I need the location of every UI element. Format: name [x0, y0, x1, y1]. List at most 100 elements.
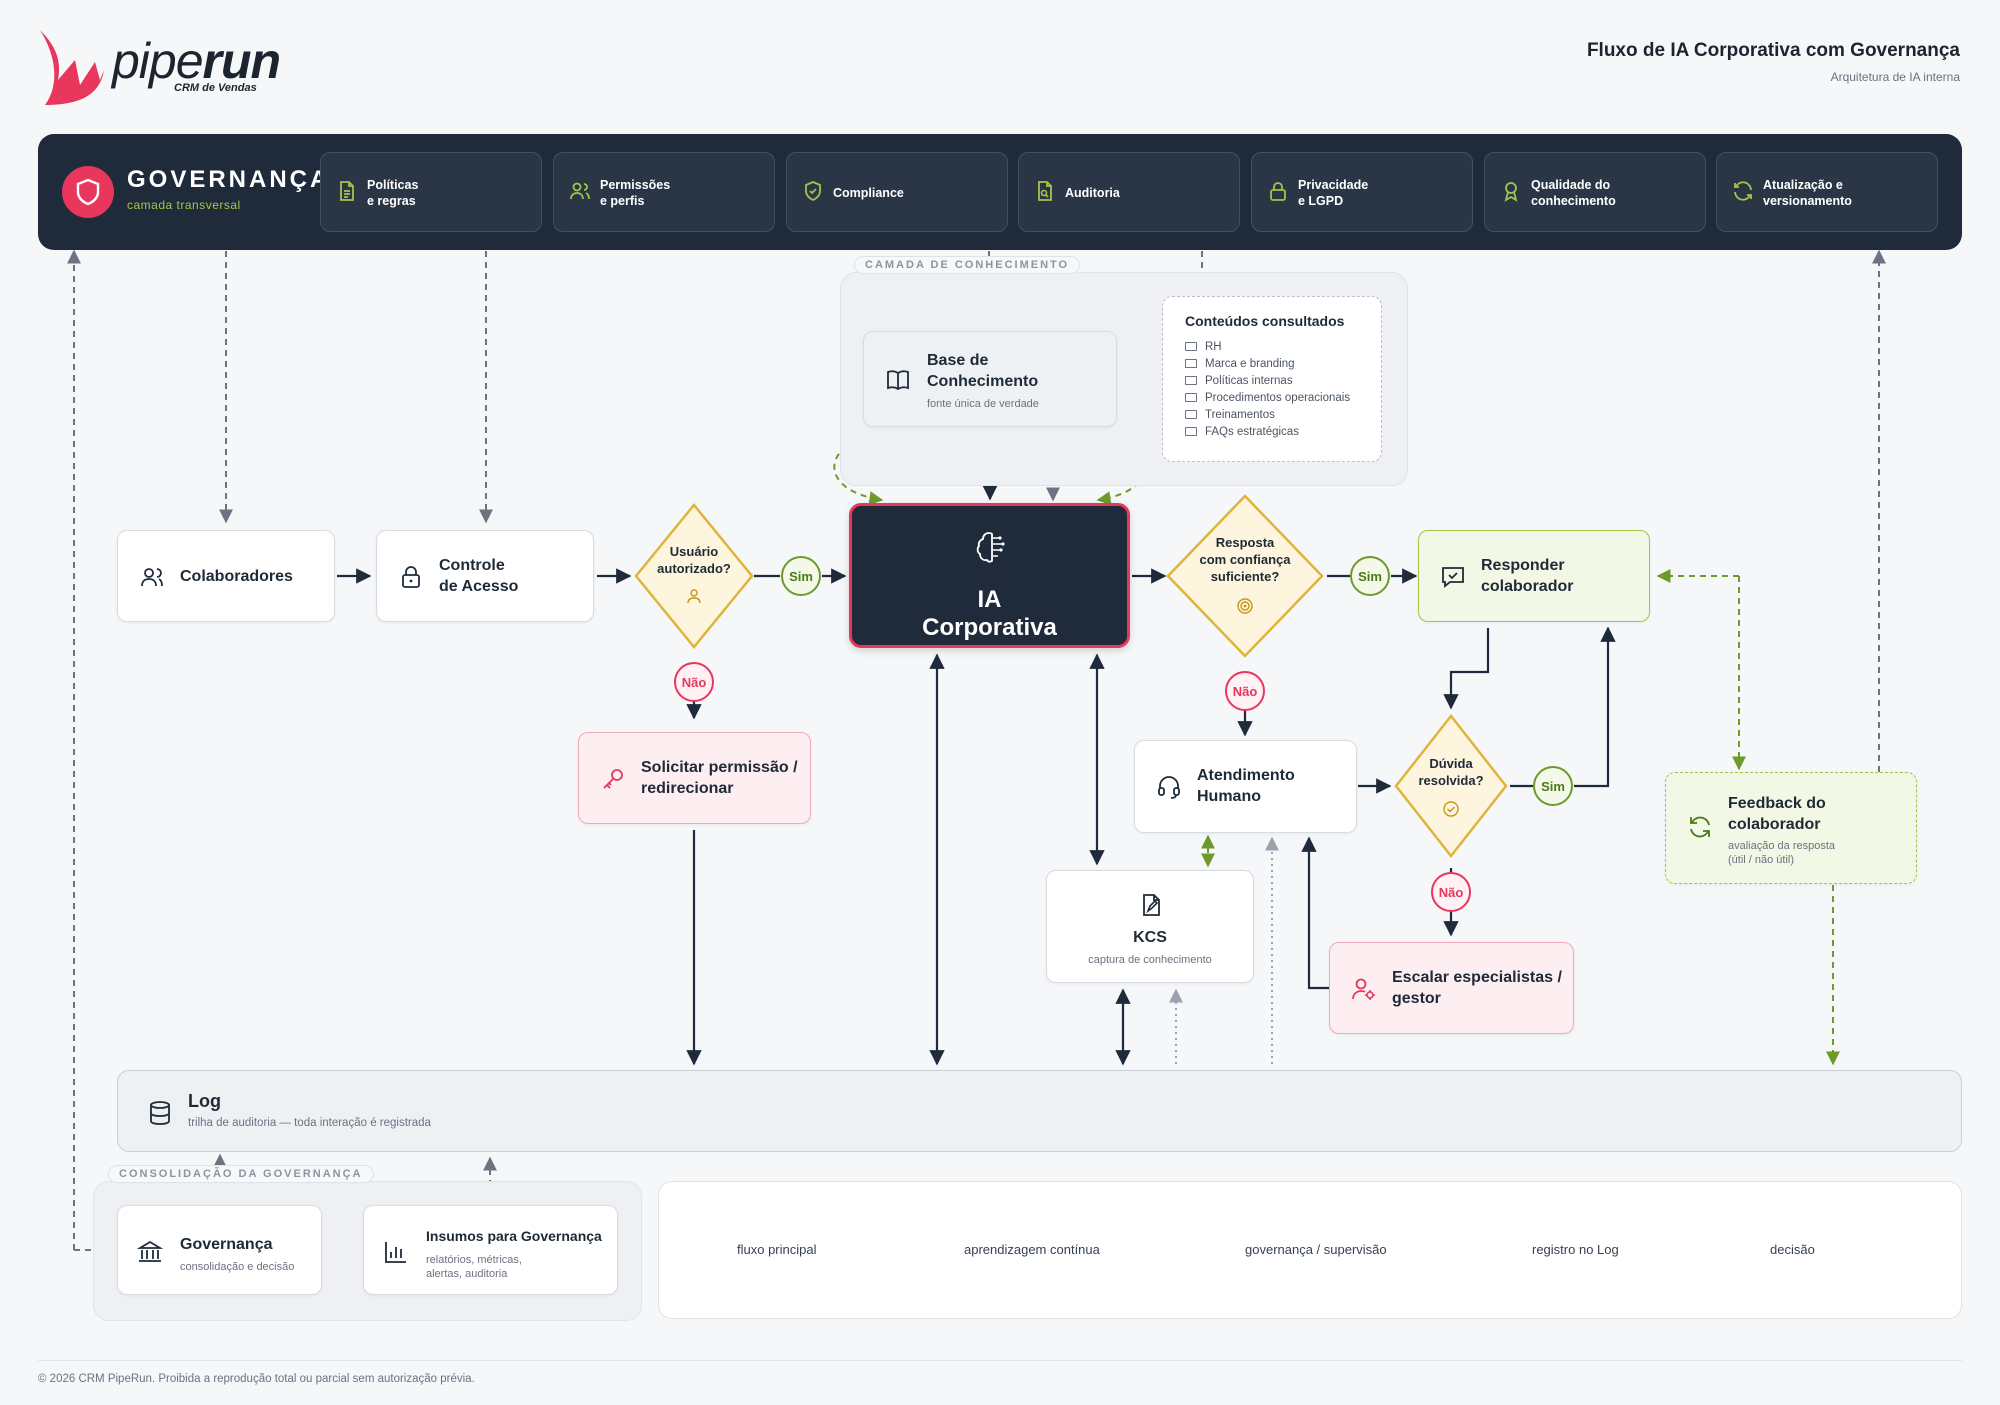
- governance-item-politicas[interactable]: Políticas e regras: [320, 152, 542, 232]
- collaborators-title: Colaboradores: [180, 568, 293, 585]
- brain-icon: [976, 532, 1005, 563]
- governance-item-label: Auditoria: [1065, 186, 1120, 200]
- users-icon: [570, 182, 590, 200]
- folder-icon: [1185, 393, 1197, 402]
- footer-divider: [38, 1360, 1962, 1361]
- award-icon: [1504, 182, 1518, 202]
- legend-item-governance: governança / supervisão: [1245, 1242, 1387, 1257]
- legend-panel: [658, 1181, 1962, 1319]
- page-title: Fluxo de IA Corporativa com Governança: [1586, 40, 1960, 61]
- shield-check-icon: [805, 181, 821, 202]
- request-permission-title: Solicitar permissão / redirecionar: [641, 759, 798, 797]
- consolidation-label: CONSOLIDAÇÃO DA GOVERNANÇA: [108, 1165, 374, 1183]
- document-icon: [340, 181, 354, 201]
- access-control-node[interactable]: Controle de Acesso: [376, 530, 594, 622]
- no-badge: Não: [674, 662, 714, 702]
- users-icon: [141, 568, 163, 587]
- headset-icon: [1158, 776, 1180, 799]
- escalate-specialists-node[interactable]: Escalar especialistas / gestor: [1329, 942, 1574, 1034]
- kcs-subtitle: captura de conhecimento: [1088, 954, 1212, 966]
- governance-item-permissoes[interactable]: Permissões e perfis: [553, 152, 775, 232]
- lock-icon: [1270, 182, 1286, 201]
- target-icon: [1237, 598, 1253, 614]
- knowledge-layer-label: CAMADA DE CONHECIMENTO: [854, 256, 1081, 274]
- message-check-icon: [1442, 567, 1464, 588]
- book-icon: [887, 370, 909, 391]
- log-bar[interactable]: Log trilha de auditoria — toda interação…: [117, 1070, 1962, 1152]
- log-subtitle: trilha de auditoria — toda interação é r…: [188, 1117, 431, 1129]
- collaborator-feedback-node[interactable]: Feedback do colaborador avaliação da res…: [1665, 772, 1917, 884]
- log-title: Log: [188, 1091, 221, 1111]
- respond-collaborator-title: Responder colaborador: [1481, 557, 1574, 595]
- governance-item-qualidade[interactable]: Qualidade do conhecimento: [1484, 152, 1706, 232]
- folder-icon: [1185, 410, 1197, 419]
- escalate-specialists-title: Escalar especialistas / gestor: [1392, 969, 1562, 1007]
- yes-badge: Sim: [1533, 766, 1573, 806]
- collaborators-node[interactable]: Colaboradores: [117, 530, 335, 622]
- governance-consolidation-title: Governança: [180, 1236, 273, 1253]
- governance-item-label: Privacidade e LGPD: [1298, 178, 1369, 208]
- governance-item-atualizacao[interactable]: Atualização e versionamento: [1716, 152, 1938, 232]
- no-badge: Não: [1225, 671, 1265, 711]
- legend-item-log: registro no Log: [1532, 1242, 1619, 1257]
- list-item: Treinamentos: [1185, 409, 1275, 421]
- governance-item-label: Permissões e perfis: [600, 178, 671, 208]
- governance-title: GOVERNANÇA: [127, 166, 331, 193]
- knowledge-base-title: Base de Conhecimento: [927, 352, 1039, 390]
- refresh-icon: [1690, 816, 1710, 838]
- decision-authorized-label: Usuário autorizado?: [657, 544, 731, 576]
- folder-icon: [1185, 359, 1197, 368]
- knowledge-base-node[interactable]: Base de Conhecimento fonte única de verd…: [863, 331, 1117, 427]
- yes-badge: Sim: [1350, 556, 1390, 596]
- kcs-node[interactable]: KCS captura de conhecimento: [1046, 870, 1254, 983]
- refresh-icon: [1734, 181, 1752, 201]
- bank-icon: [136, 1240, 164, 1262]
- governance-consolidation-subtitle: consolidação e decisão: [180, 1261, 295, 1273]
- governance-item-privacidade[interactable]: Privacidade e LGPD: [1251, 152, 1473, 232]
- governance-consolidation-node[interactable]: Governança consolidação e decisão: [117, 1205, 322, 1295]
- consulted-contents-panel: Conteúdos consultados RH Marca e brandin…: [1162, 296, 1382, 462]
- corporate-ai-node[interactable]: IA Corporativa: [849, 503, 1130, 648]
- governance-item-label: Atualização e versionamento: [1763, 178, 1852, 208]
- list-item: FAQs estratégicas: [1185, 426, 1299, 438]
- governance-subtitle: camada transversal: [127, 198, 241, 212]
- list-item: Políticas internas: [1185, 375, 1293, 387]
- legend-item-main-flow: fluxo principal: [737, 1242, 817, 1257]
- governance-item-label: Compliance: [833, 186, 904, 200]
- footer-copyright: © 2026 CRM PipeRun. Proibida a reproduçã…: [38, 1373, 475, 1385]
- file-search-icon: [1038, 181, 1052, 201]
- access-control-title: Controle de Acesso: [439, 557, 519, 595]
- governance-inputs-subtitle: relatórios, métricas, alertas, auditoria: [426, 1254, 522, 1280]
- knowledge-base-subtitle: fonte única de verdade: [927, 398, 1039, 410]
- pencil-file-icon: [1143, 894, 1160, 916]
- folder-icon: [1185, 427, 1197, 436]
- respond-collaborator-node[interactable]: Responder colaborador: [1418, 530, 1650, 622]
- folder-icon: [1185, 342, 1197, 351]
- kcs-title: KCS: [1133, 929, 1167, 946]
- key-icon: [603, 769, 623, 789]
- shield-icon: [62, 166, 114, 218]
- request-permission-node[interactable]: Solicitar permissão / redirecionar: [578, 732, 811, 824]
- decision-confidence-label: Resposta com confiança suficiente?: [1199, 535, 1291, 584]
- user-icon: [687, 589, 701, 604]
- brand-logo-mark: [40, 30, 104, 105]
- governance-item-auditoria[interactable]: Auditoria: [1018, 152, 1240, 232]
- legend-item-learning: aprendizagem contínua: [964, 1242, 1100, 1257]
- page-subtitle: Arquitetura de IA interna: [1830, 70, 1960, 84]
- decision-shapes: [634, 494, 1508, 859]
- check-circle-icon: [1443, 801, 1459, 817]
- list-item: Procedimentos operacionais: [1185, 392, 1350, 404]
- human-support-title: Atendimento Humano: [1197, 767, 1295, 805]
- governance-inputs-node[interactable]: Insumos para Governança relatórios, métr…: [363, 1205, 618, 1295]
- decision-resolved-label: Dúvida resolvida?: [1418, 756, 1484, 788]
- collaborator-feedback-subtitle: avaliação da resposta (útil / não útil): [1728, 840, 1836, 866]
- list-item: Marca e branding: [1185, 358, 1295, 370]
- human-support-node[interactable]: Atendimento Humano: [1134, 740, 1357, 833]
- governance-item-compliance[interactable]: Compliance: [786, 152, 1008, 232]
- collaborator-feedback-title: Feedback do colaborador: [1728, 795, 1826, 833]
- bar-chart-icon: [385, 1242, 406, 1263]
- database-icon: [150, 1101, 170, 1125]
- lock-icon: [402, 566, 420, 588]
- no-badge: Não: [1431, 872, 1471, 912]
- consulted-contents-title: Conteúdos consultados: [1185, 313, 1345, 329]
